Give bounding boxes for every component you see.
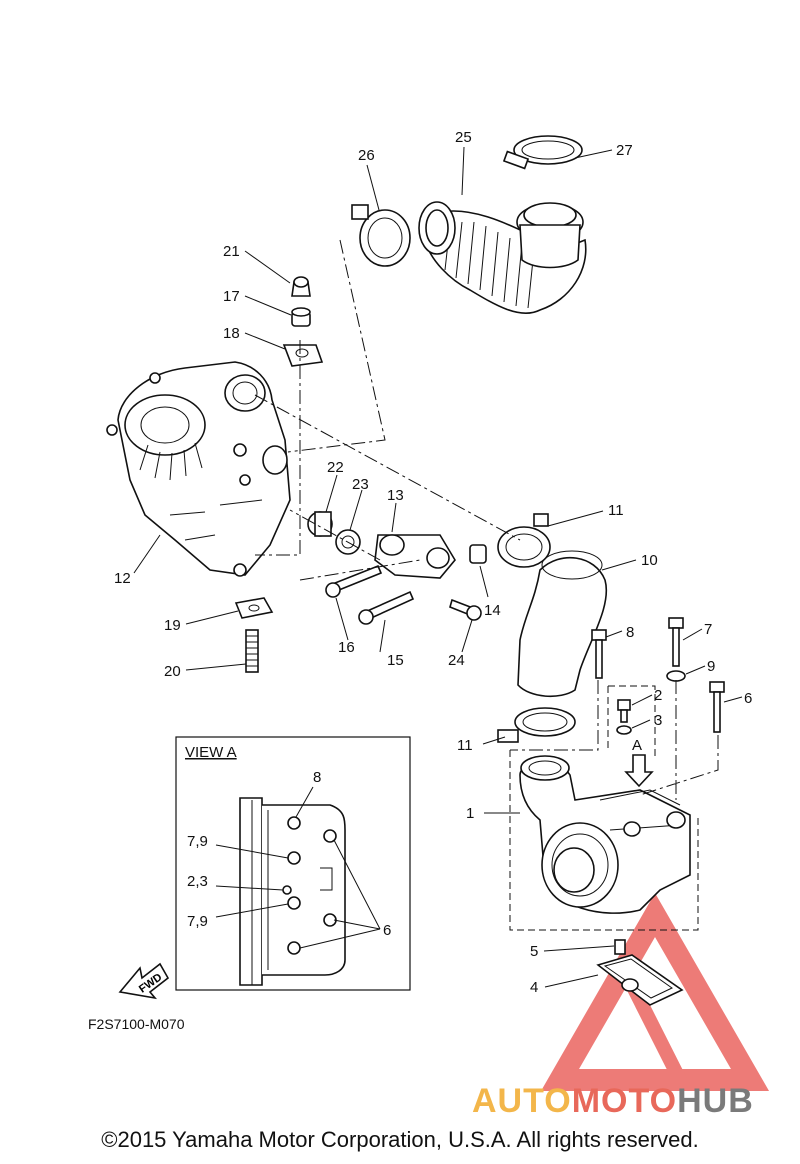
callout-1: 1 <box>466 805 474 822</box>
callout-17: 17 <box>223 288 240 305</box>
callout-7: 7 <box>704 621 712 638</box>
callout-6: 6 <box>744 690 752 707</box>
hose-clamp-11-upper <box>497 513 551 568</box>
callout-27: 27 <box>616 142 633 159</box>
view-a-title: VIEW A <box>185 744 237 761</box>
view-a-label-7-9-lower: 7,9 <box>187 913 208 930</box>
pipe-22 <box>307 511 333 537</box>
callout-14: 14 <box>484 602 501 619</box>
callout-10: 10 <box>641 552 658 569</box>
alignment-line-turbo <box>510 680 719 800</box>
callout-23: 23 <box>352 476 369 493</box>
callout-3: 3 <box>654 712 662 729</box>
view-a-arrow-label: A <box>632 737 642 754</box>
watermark-hub: HUB <box>677 1082 754 1120</box>
callout-24: 24 <box>448 652 465 669</box>
callout-16: 16 <box>338 639 355 656</box>
callout-11-upper: 11 <box>608 502 624 519</box>
view-a-arrow-icon <box>624 754 654 788</box>
stud-bolt-20 <box>245 629 259 673</box>
alignment-line-manifold <box>254 394 521 541</box>
gasket-4 <box>596 954 684 1006</box>
watermark-logo-icon <box>540 892 770 1091</box>
bolt-2 <box>617 699 631 723</box>
washer-9 <box>666 670 686 682</box>
hose-clamp-11-lower <box>497 707 576 743</box>
callout-5: 5 <box>530 943 538 960</box>
view-a-label-2-3: 2,3 <box>187 873 208 890</box>
collar-14 <box>469 544 487 564</box>
collar-17 <box>291 307 311 327</box>
figure-code: F2S7100-M070 <box>88 1016 185 1032</box>
view-a-label-8: 8 <box>313 769 321 786</box>
callout-19: 19 <box>164 617 181 634</box>
bolt-8 <box>591 629 607 679</box>
hose-10 <box>517 550 608 698</box>
grommet-18 <box>282 344 324 367</box>
watermark-auto: AUTO <box>472 1082 572 1120</box>
callout-4: 4 <box>530 979 538 996</box>
leader-lines <box>133 146 743 988</box>
callout-25: 25 <box>455 129 472 146</box>
callout-21: 21 <box>223 243 240 260</box>
bolt-7 <box>668 617 684 667</box>
turbocharger-1 <box>519 755 691 914</box>
watermark-moto: MOTO <box>571 1082 678 1120</box>
turbo-dashed-box <box>509 685 699 931</box>
callout-26: 26 <box>358 147 375 164</box>
intake-hose-25 <box>418 201 587 315</box>
callout-11-lower: 11 <box>457 737 473 754</box>
bolt-15 <box>358 590 415 625</box>
joint-13 <box>374 534 456 579</box>
callout-12: 12 <box>114 570 131 587</box>
callout-13: 13 <box>387 487 404 504</box>
callout-8: 8 <box>626 624 634 641</box>
watermark-brand-text: AUTOMOTOHUB <box>472 1082 754 1121</box>
view-a-inset: VIEW A 8 7,9 2,3 7,9 6 <box>175 736 411 991</box>
view-a-label-7-9-upper: 7,9 <box>187 833 208 850</box>
callout-15: 15 <box>387 652 404 669</box>
exhaust-manifold-12 <box>106 361 291 577</box>
copyright-notice: ©2015 Yamaha Motor Corporation, U.S.A. A… <box>101 1127 699 1152</box>
callout-20: 20 <box>164 663 181 680</box>
washer-3 <box>616 725 632 735</box>
hose-clamp-26 <box>351 204 411 267</box>
alignment-line-hose <box>287 239 386 453</box>
hose-clamp-27 <box>502 135 583 170</box>
bolt-16 <box>325 564 383 598</box>
fwd-arrow-icon: FWD <box>118 962 170 1000</box>
view-a-label-6: 6 <box>383 922 391 939</box>
callout-2: 2 <box>654 687 662 704</box>
nut-21 <box>291 276 311 297</box>
callout-22: 22 <box>327 459 344 476</box>
alignment-line-bolts <box>255 340 421 581</box>
bolt-6 <box>709 681 725 733</box>
bolt-24 <box>449 598 482 621</box>
callout-9: 9 <box>707 658 715 675</box>
dowel-pin-5 <box>614 939 626 955</box>
callout-18: 18 <box>223 325 240 342</box>
gasket-plate-19 <box>234 597 274 619</box>
